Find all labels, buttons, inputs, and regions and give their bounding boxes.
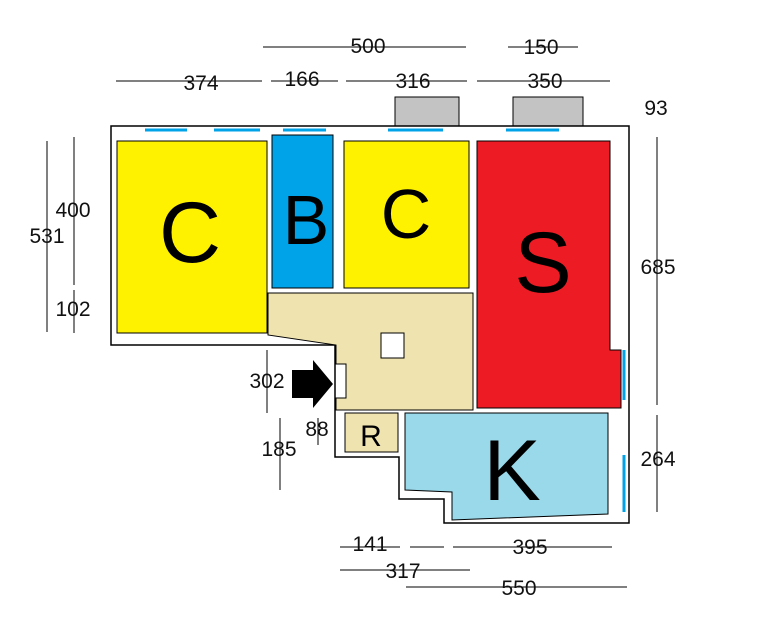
room-c2 [343, 140, 470, 289]
room-k-label: K [483, 423, 540, 519]
windows [145, 128, 626, 512]
room-hall [267, 292, 474, 411]
room-r [344, 412, 399, 453]
room-s [476, 140, 622, 409]
dimension-label: 166 [284, 68, 320, 91]
dimension-label: 316 [395, 70, 431, 93]
room-r-label: R [360, 420, 382, 453]
shaft [380, 332, 405, 359]
entrance-arrow-icon [292, 360, 333, 408]
dimension-lines [46, 46, 658, 588]
dimension-label: 302 [249, 370, 285, 393]
room-k [404, 412, 609, 521]
dimension-label: 395 [512, 536, 548, 559]
dimension-label: 264 [640, 448, 676, 471]
room-c1-label: C [159, 185, 221, 281]
dimension-label: 141 [352, 533, 388, 556]
balcony-2 [512, 96, 584, 128]
dimension-label: 88 [305, 418, 329, 441]
dimension-label: 374 [183, 72, 219, 95]
room-c1 [116, 140, 268, 334]
dimension-label: 150 [523, 36, 559, 59]
room-c2-label: C [381, 175, 432, 253]
dimension-label: 685 [640, 256, 676, 279]
dimension-label: 185 [261, 438, 297, 461]
dimension-label: 531 [29, 225, 65, 248]
room-b [271, 134, 334, 289]
dimension-label: 550 [501, 577, 537, 600]
dimension-label: 400 [55, 199, 91, 222]
room-b-label: B [283, 181, 330, 259]
dimension-label: 500 [350, 35, 386, 58]
room-s-label: S [514, 215, 571, 311]
dimension-label: 102 [55, 298, 91, 321]
dimension-label: 317 [385, 560, 421, 583]
dimension-label: 93 [644, 97, 668, 120]
dimension-label: 350 [527, 70, 563, 93]
balcony-1 [394, 96, 460, 128]
